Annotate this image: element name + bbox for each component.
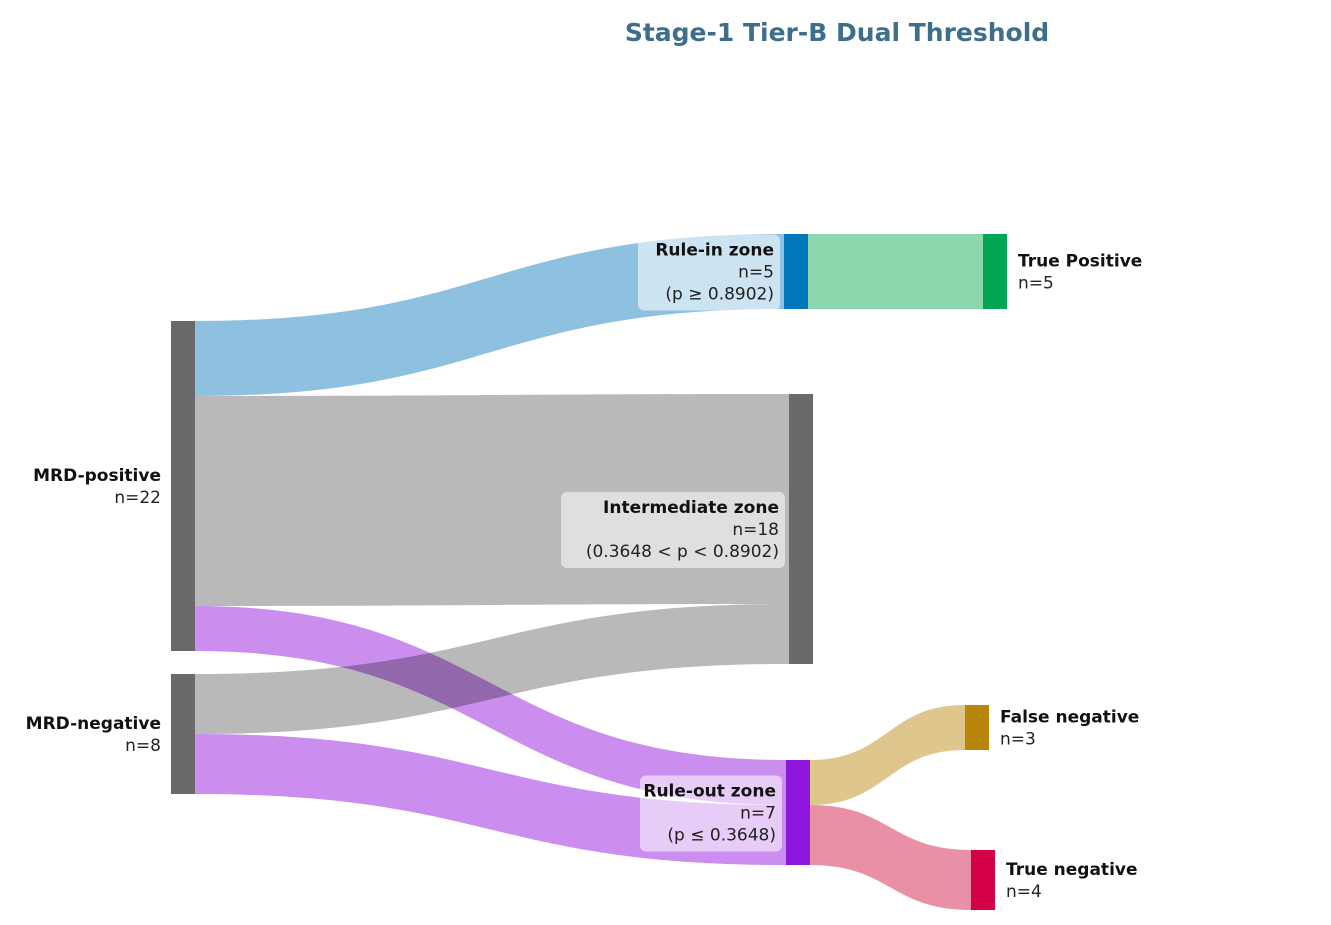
node-fn[interactable] [965, 705, 989, 750]
link-rule_out-to-fn[interactable] [810, 705, 965, 805]
node-count-fn: n=3 [1000, 730, 1036, 750]
node-mrd_pos[interactable] [171, 321, 195, 651]
flow-nodes [171, 234, 1007, 910]
node-intermediate[interactable] [789, 394, 813, 664]
link-mrd_pos-to-rule_in[interactable] [195, 234, 784, 396]
flow-links [195, 234, 983, 910]
link-rule_in-to-tp[interactable] [808, 234, 983, 309]
link-rule_out-to-tn[interactable] [810, 805, 971, 910]
node-name-tn: True negative [1006, 860, 1138, 880]
node-count-intermediate: n=18 [732, 520, 779, 540]
node-range-intermediate: (0.3648 < p < 0.8902) [586, 542, 779, 562]
node-rule_in[interactable] [784, 234, 808, 309]
node-range-rule_in: (p ≥ 0.8902) [665, 285, 774, 305]
link-mrd_pos-to-rule_out[interactable] [195, 606, 786, 805]
node-count-rule_in: n=5 [738, 263, 774, 283]
node-name-rule_in: Rule-in zone [655, 241, 774, 261]
node-count-tn: n=4 [1006, 882, 1042, 902]
link-mrd_neg-to-rule_out[interactable] [195, 734, 786, 865]
node-mrd_neg[interactable] [171, 674, 195, 794]
label-bg-intermediate [561, 492, 785, 568]
node-name-mrd_pos: MRD-positive [33, 466, 161, 486]
node-name-tp: True Positive [1018, 252, 1142, 272]
node-name-rule_out: Rule-out zone [643, 782, 776, 802]
node-tn[interactable] [971, 850, 995, 910]
node-count-mrd_neg: n=8 [125, 736, 161, 756]
node-count-mrd_pos: n=22 [114, 488, 161, 508]
link-mrd_neg-to-intermediate[interactable] [195, 604, 789, 734]
node-count-tp: n=5 [1018, 274, 1054, 294]
node-count-rule_out: n=7 [740, 804, 776, 824]
node-name-intermediate: Intermediate zone [603, 498, 779, 518]
node-name-fn: False negative [1000, 708, 1139, 728]
node-rule_out[interactable] [786, 760, 810, 865]
label-bg-rule_out [640, 775, 782, 852]
chart-title: Stage-1 Tier-B Dual Threshold [625, 18, 1049, 47]
node-name-mrd_neg: MRD-negative [26, 714, 161, 734]
node-tp[interactable] [983, 234, 1007, 309]
label-bg-rule_in [638, 234, 780, 311]
node-range-rule_out: (p ≤ 0.3648) [667, 826, 776, 846]
